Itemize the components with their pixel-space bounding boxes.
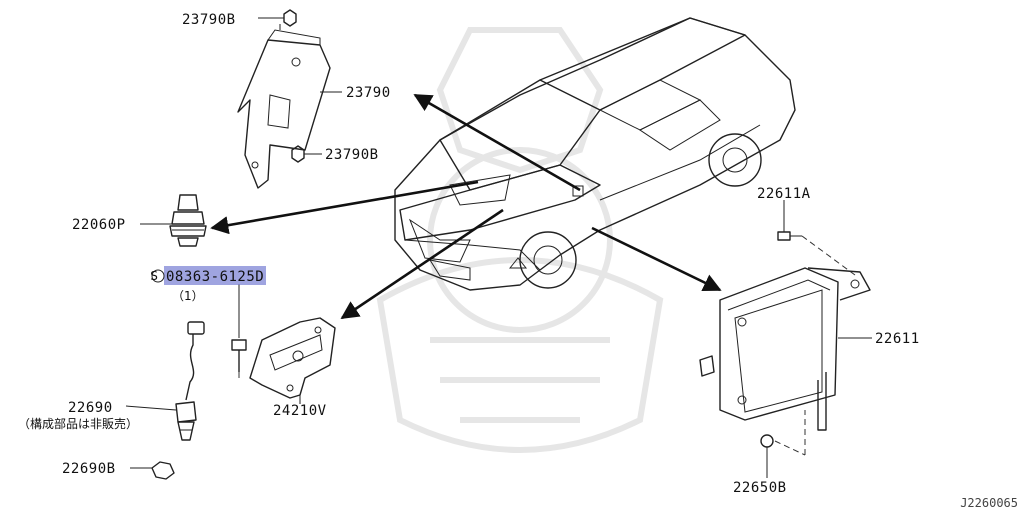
arrow-to-22060p bbox=[210, 180, 479, 235]
watermark-emblem bbox=[376, 27, 664, 453]
diagram-reference-code: J2260065 bbox=[960, 496, 1018, 510]
leader-arrows bbox=[210, 93, 722, 320]
arrow-to-24210v bbox=[340, 208, 504, 320]
arrow-to-23790 bbox=[413, 93, 581, 192]
bolt-08363 bbox=[231, 339, 247, 382]
part-22690-o2-sensor bbox=[151, 321, 205, 480]
label-22611[interactable]: 22611 bbox=[875, 331, 920, 347]
label-23790[interactable]: 23790 bbox=[346, 85, 391, 101]
circle-s-icon bbox=[151, 269, 165, 283]
arrow-to-22611 bbox=[591, 226, 722, 292]
label-22690[interactable]: 22690 bbox=[68, 400, 113, 416]
nut-23790b-mid-icon bbox=[291, 145, 305, 163]
label-23790b-top[interactable]: 23790B bbox=[182, 12, 236, 28]
part-24210v-bracket bbox=[249, 317, 336, 399]
label-08363-circle: S bbox=[150, 269, 158, 283]
bolt-22611a-icon bbox=[777, 231, 791, 241]
car-illustration bbox=[394, 17, 796, 291]
label-22650b[interactable]: 22650B bbox=[733, 480, 787, 496]
nut-23790b-top-icon bbox=[283, 9, 297, 27]
part-number-highlight bbox=[164, 266, 266, 285]
label-22690-note: （構成部品は非販売） bbox=[18, 416, 138, 431]
nut-22690b-icon bbox=[151, 461, 175, 480]
label-08363-qty: （1） bbox=[172, 289, 204, 303]
leader-lines bbox=[125, 17, 872, 478]
part-22611-ecu bbox=[699, 231, 871, 456]
label-24210v[interactable]: 24210V bbox=[273, 403, 327, 419]
label-22690b[interactable]: 22690B bbox=[62, 461, 116, 477]
part-23790-bracket bbox=[237, 9, 331, 189]
label-22611a[interactable]: 22611A bbox=[757, 186, 811, 202]
nut-22650b-icon bbox=[760, 434, 774, 448]
part-22060p-sensor bbox=[169, 194, 207, 247]
label-08363-6125d[interactable]: 08363-6125D bbox=[166, 269, 264, 285]
label-22060p[interactable]: 22060P bbox=[72, 217, 126, 233]
label-23790b-mid[interactable]: 23790B bbox=[325, 147, 379, 163]
